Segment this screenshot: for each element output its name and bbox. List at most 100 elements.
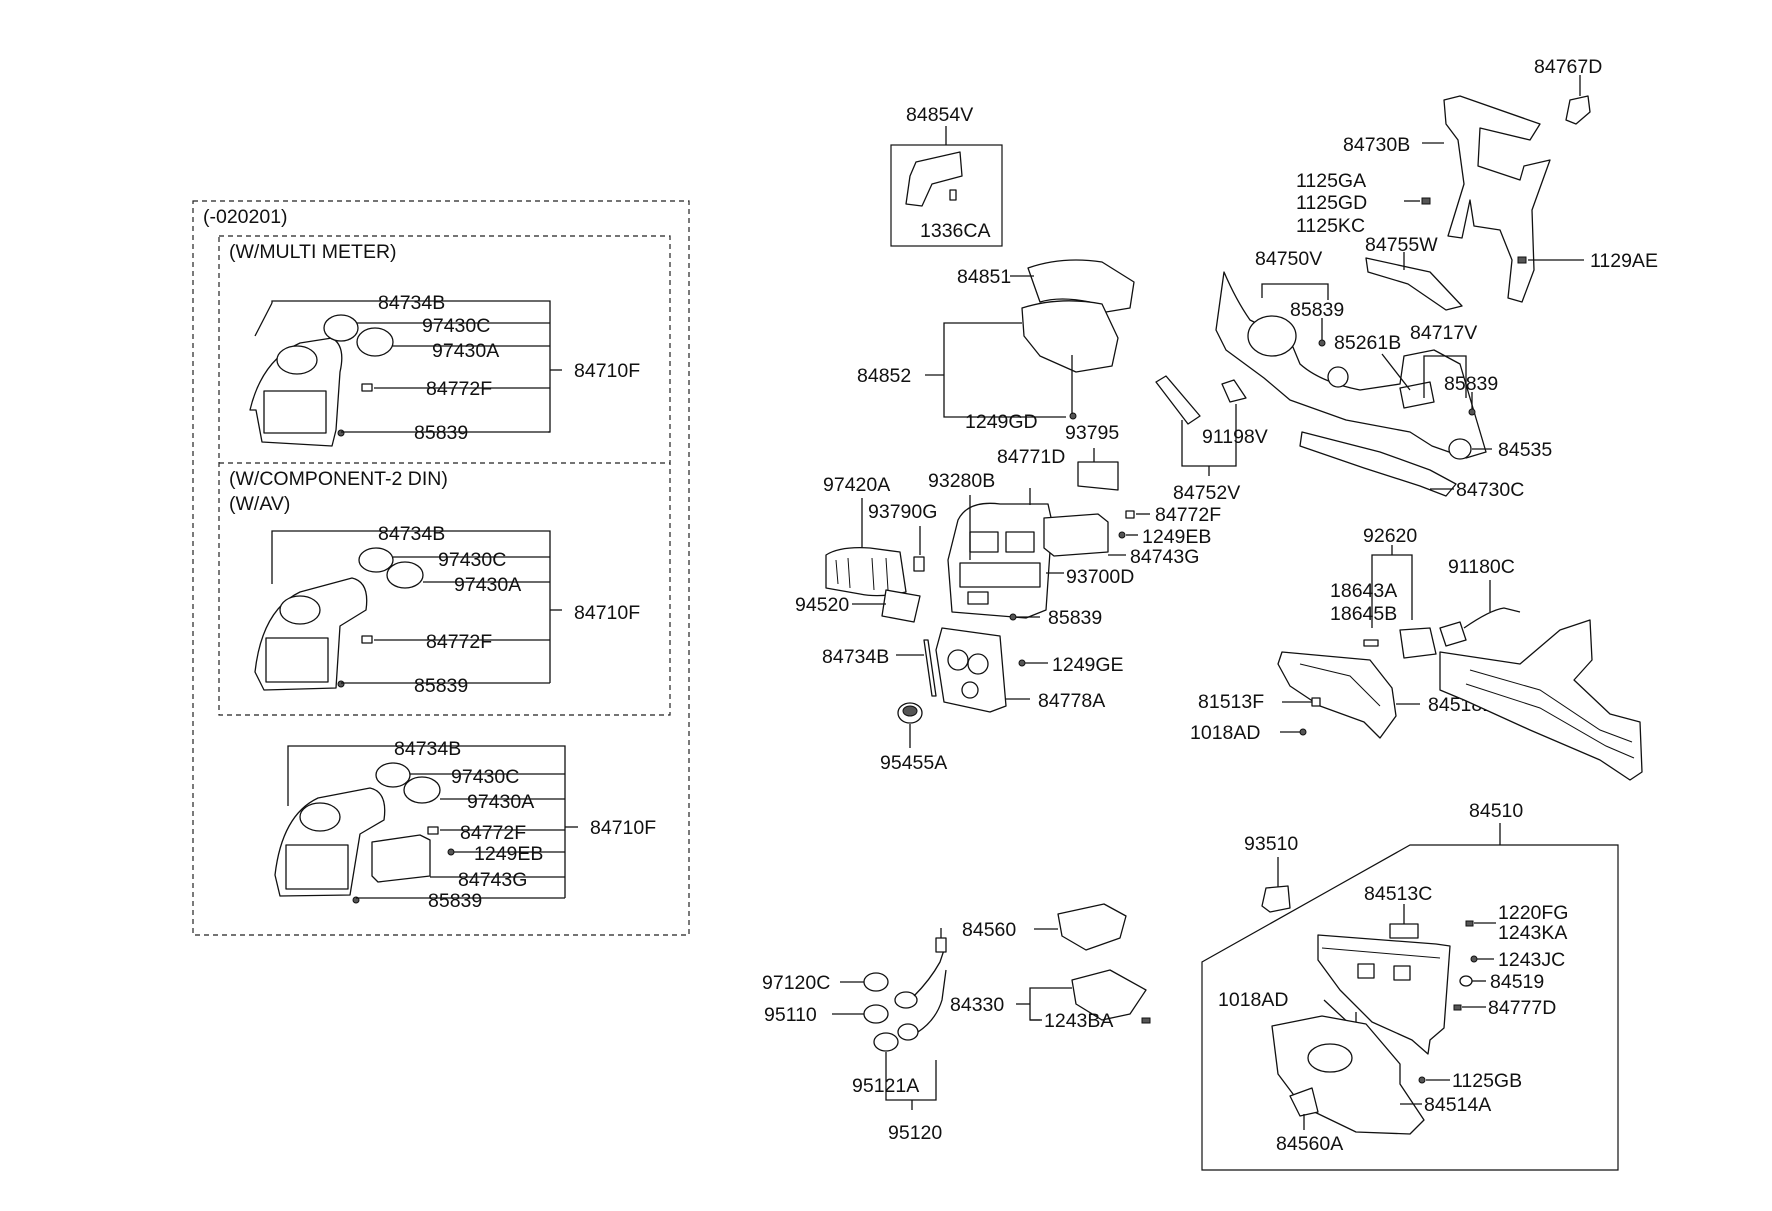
label-84777d: 84777D — [1488, 997, 1556, 1019]
socket-97120c-shape — [863, 972, 889, 992]
fascia-switch — [967, 591, 989, 605]
screw-1220fg-shape — [1465, 920, 1474, 927]
label-97430c: 97430C — [451, 766, 519, 788]
vent-97420a-shape — [825, 547, 907, 597]
control-knob — [947, 649, 969, 671]
screw-1249gd-shape — [1069, 412, 1077, 420]
label-93790g: 93790G — [868, 501, 937, 523]
control-knob — [967, 653, 989, 675]
glovebox-box — [1201, 844, 1619, 1171]
bracket-84854v-shape — [905, 151, 963, 207]
label-84560: 84560 — [962, 919, 1016, 941]
knob-95455a-center — [902, 705, 918, 717]
display-opening — [285, 844, 349, 890]
vent-97430c-shape — [375, 762, 411, 788]
socket-connector — [935, 937, 947, 953]
label-1129ae: 1129AE — [1590, 250, 1658, 272]
switch-93790g-shape — [913, 556, 925, 572]
meter-housing — [299, 802, 341, 832]
clip-1336ca-shape — [949, 189, 957, 201]
clip-81513f-shape — [1311, 697, 1321, 707]
frame-84730b-shape — [1443, 95, 1551, 303]
socket-95121a-shape — [873, 1032, 899, 1052]
label-91180c: 91180C — [1448, 556, 1515, 578]
component-2din-label: (W/COMPONENT-2 DIN) — [229, 468, 448, 490]
label-93700d: 93700D — [1066, 566, 1134, 588]
glovebox-latch — [1357, 963, 1375, 979]
label-85261b: 85261B — [1334, 332, 1401, 354]
clip-84772f-shape — [361, 635, 373, 644]
screw-1249ge-shape — [1018, 659, 1026, 667]
label-95110: 95110 — [764, 1004, 817, 1026]
screw-1249eb-shape — [1118, 531, 1126, 539]
label-84752v: 84752V — [1173, 482, 1240, 504]
fascia-vent-left — [969, 531, 999, 553]
trim-strip-84734b-shape — [923, 639, 937, 697]
label-81513f: 81513F — [1198, 691, 1264, 713]
screw-85839-shape — [1009, 613, 1017, 621]
label-93510: 93510 — [1244, 833, 1298, 855]
fascia-switch-row — [959, 562, 1041, 588]
label-1249ge: 1249GE — [1052, 654, 1124, 676]
vent-97430a-shape — [403, 776, 441, 804]
lower-panel-group: 92620 18643A 18645B 84518D 81513F 1018AD… — [1190, 525, 1643, 781]
label-84772f: 84772F — [426, 378, 492, 400]
label-85839: 85839 — [414, 422, 468, 444]
meter-housing — [279, 595, 321, 625]
inner-dashed-box — [218, 235, 671, 716]
label-84513c: 84513C — [1364, 883, 1432, 905]
console-lower-group: 84560 84330 1243BA 97120C 95110 95121A 9… — [762, 903, 1151, 1144]
label-95121a: 95121A — [852, 1075, 919, 1097]
label-84330: 84330 — [950, 994, 1004, 1016]
bulb-18643a-shape — [1363, 639, 1379, 647]
connector-91180c-shape — [1439, 621, 1467, 647]
stopper-84519-shape — [1459, 975, 1473, 987]
leader-85261b — [1381, 353, 1411, 391]
label-94520: 94520 — [795, 594, 849, 616]
latch-84560a-shape — [1289, 1087, 1319, 1117]
bracket-84767d-shape — [1565, 95, 1591, 125]
label-84710f: 84710F — [574, 602, 640, 624]
panel-84518d-shape — [1277, 651, 1397, 739]
vent-fin — [835, 559, 839, 585]
label-84519: 84519 — [1490, 971, 1544, 993]
glovebox-bin-shape — [1317, 934, 1451, 1055]
cover-91198v-shape — [1221, 379, 1247, 403]
plug-84535-shape — [1448, 438, 1472, 460]
lamp-92620-shape — [1399, 627, 1437, 659]
label-84771d: 84771D — [997, 446, 1065, 468]
screw-1243ba-shape — [1141, 1017, 1151, 1024]
label-1243jc: 1243JC — [1498, 949, 1565, 971]
label-84750v: 84750V — [1255, 248, 1322, 270]
label-85839: 85839 — [414, 675, 468, 697]
label-85839b: 85839 — [1444, 373, 1498, 395]
bracket-84743g-shape — [371, 834, 431, 883]
leader-84852 — [943, 322, 1066, 418]
label-84710f: 84710F — [574, 360, 640, 382]
glovebox-latch — [1393, 965, 1411, 981]
bolt-1125-shape — [1421, 197, 1431, 205]
label-92620: 92620 — [1363, 525, 1417, 547]
label-1336ca: 1336CA — [920, 220, 990, 242]
screw-85839-shape — [337, 680, 345, 688]
label-84743g: 84743G — [458, 869, 527, 891]
label-84730c: 84730C — [1456, 479, 1524, 501]
cover-84752v-shape — [1155, 375, 1201, 425]
label-84755w: 84755W — [1365, 234, 1438, 256]
label-97120c: 97120C — [762, 972, 830, 994]
meter-housing — [276, 345, 318, 375]
label-84851: 84851 — [957, 266, 1011, 288]
label-85839: 85839 — [428, 890, 482, 912]
screw-85839-shape — [1318, 339, 1326, 347]
leader-84734b — [271, 530, 551, 683]
lower-column-cover-shape — [1021, 300, 1119, 373]
screw-84777d-shape — [1453, 1004, 1462, 1011]
leader-95121a — [885, 1052, 937, 1101]
display-opening — [263, 390, 327, 434]
screw-85839b-shape — [1468, 408, 1476, 416]
av-label: (W/AV) — [229, 493, 290, 515]
multi-meter-label: (W/MULTI METER) — [229, 241, 397, 263]
label-84734b: 84734B — [378, 292, 445, 314]
label-84767d: 84767D — [1534, 56, 1602, 78]
vent-fin — [885, 557, 889, 591]
